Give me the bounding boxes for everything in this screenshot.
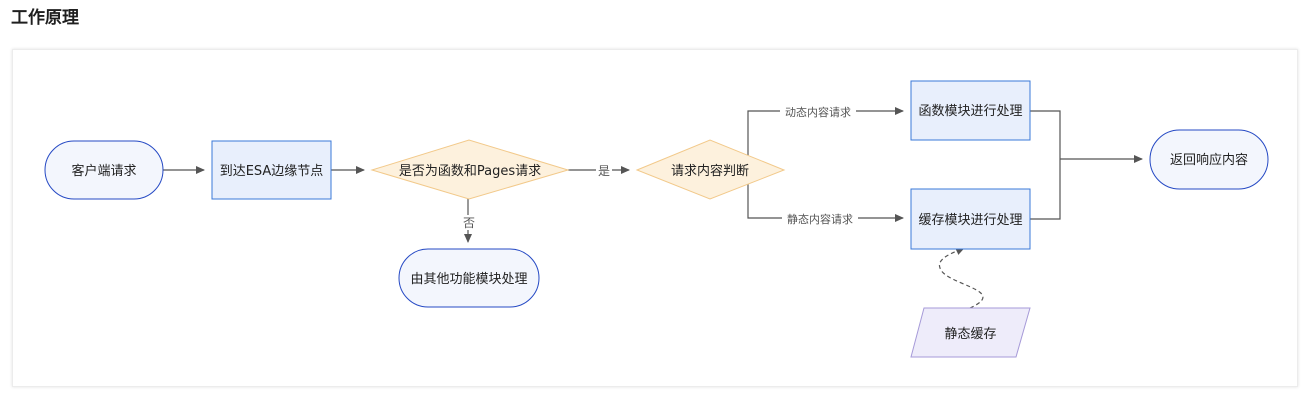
- node-request-judge: 请求内容判断: [635, 139, 786, 200]
- svg-text:缓存模块进行处理: 缓存模块进行处理: [918, 213, 1022, 228]
- node-cache-module: 缓存模块进行处理: [910, 188, 1031, 250]
- edge-cache-merge: [1030, 159, 1061, 220]
- svg-text:静态内容请求: 静态内容请求: [787, 212, 853, 226]
- diagram-panel: [12, 49, 1298, 387]
- svg-text:函数模块进行处理: 函数模块进行处理: [918, 104, 1022, 119]
- edge-function-merge: [1030, 110, 1061, 159]
- node-static-cache: 静态缓存: [910, 307, 1031, 358]
- node-return-response: 返回响应内容: [1149, 129, 1269, 190]
- svg-text:返回响应内容: 返回响应内容: [1170, 152, 1248, 168]
- edge-label-no: 否: [461, 215, 477, 230]
- svg-text:静态缓存: 静态缓存: [944, 327, 996, 342]
- node-client-request: 客户端请求: [44, 140, 164, 200]
- svg-text:否: 否: [463, 216, 475, 230]
- svg-text:动态内容请求: 动态内容请求: [785, 105, 851, 119]
- node-other-module: 由其他功能模块处理: [398, 248, 540, 308]
- edge-dynamic: [747, 107, 904, 170]
- svg-text:请求内容判断: 请求内容判断: [671, 163, 749, 179]
- edge-static: [747, 170, 904, 222]
- edge-label-dynamic: 动态内容请求: [780, 104, 856, 119]
- node-is-function-pages: 是否为函数和Pages请求: [370, 139, 570, 200]
- svg-text:是: 是: [598, 164, 610, 178]
- edge-static-cache-dashed: [938, 247, 984, 309]
- edge-label-yes: 是: [596, 163, 612, 178]
- page-title: 工作原理: [11, 8, 79, 28]
- edge-label-static: 静态内容请求: [782, 211, 858, 226]
- svg-text:到达ESA边缘节点: 到达ESA边缘节点: [220, 164, 324, 179]
- svg-text:由其他功能模块处理: 由其他功能模块处理: [410, 272, 527, 287]
- svg-text:是否为函数和Pages请求: 是否为函数和Pages请求: [399, 164, 541, 179]
- node-reach-edge: 到达ESA边缘节点: [211, 140, 332, 200]
- node-function-module: 函数模块进行处理: [910, 80, 1031, 141]
- svg-text:客户端请求: 客户端请求: [71, 163, 136, 179]
